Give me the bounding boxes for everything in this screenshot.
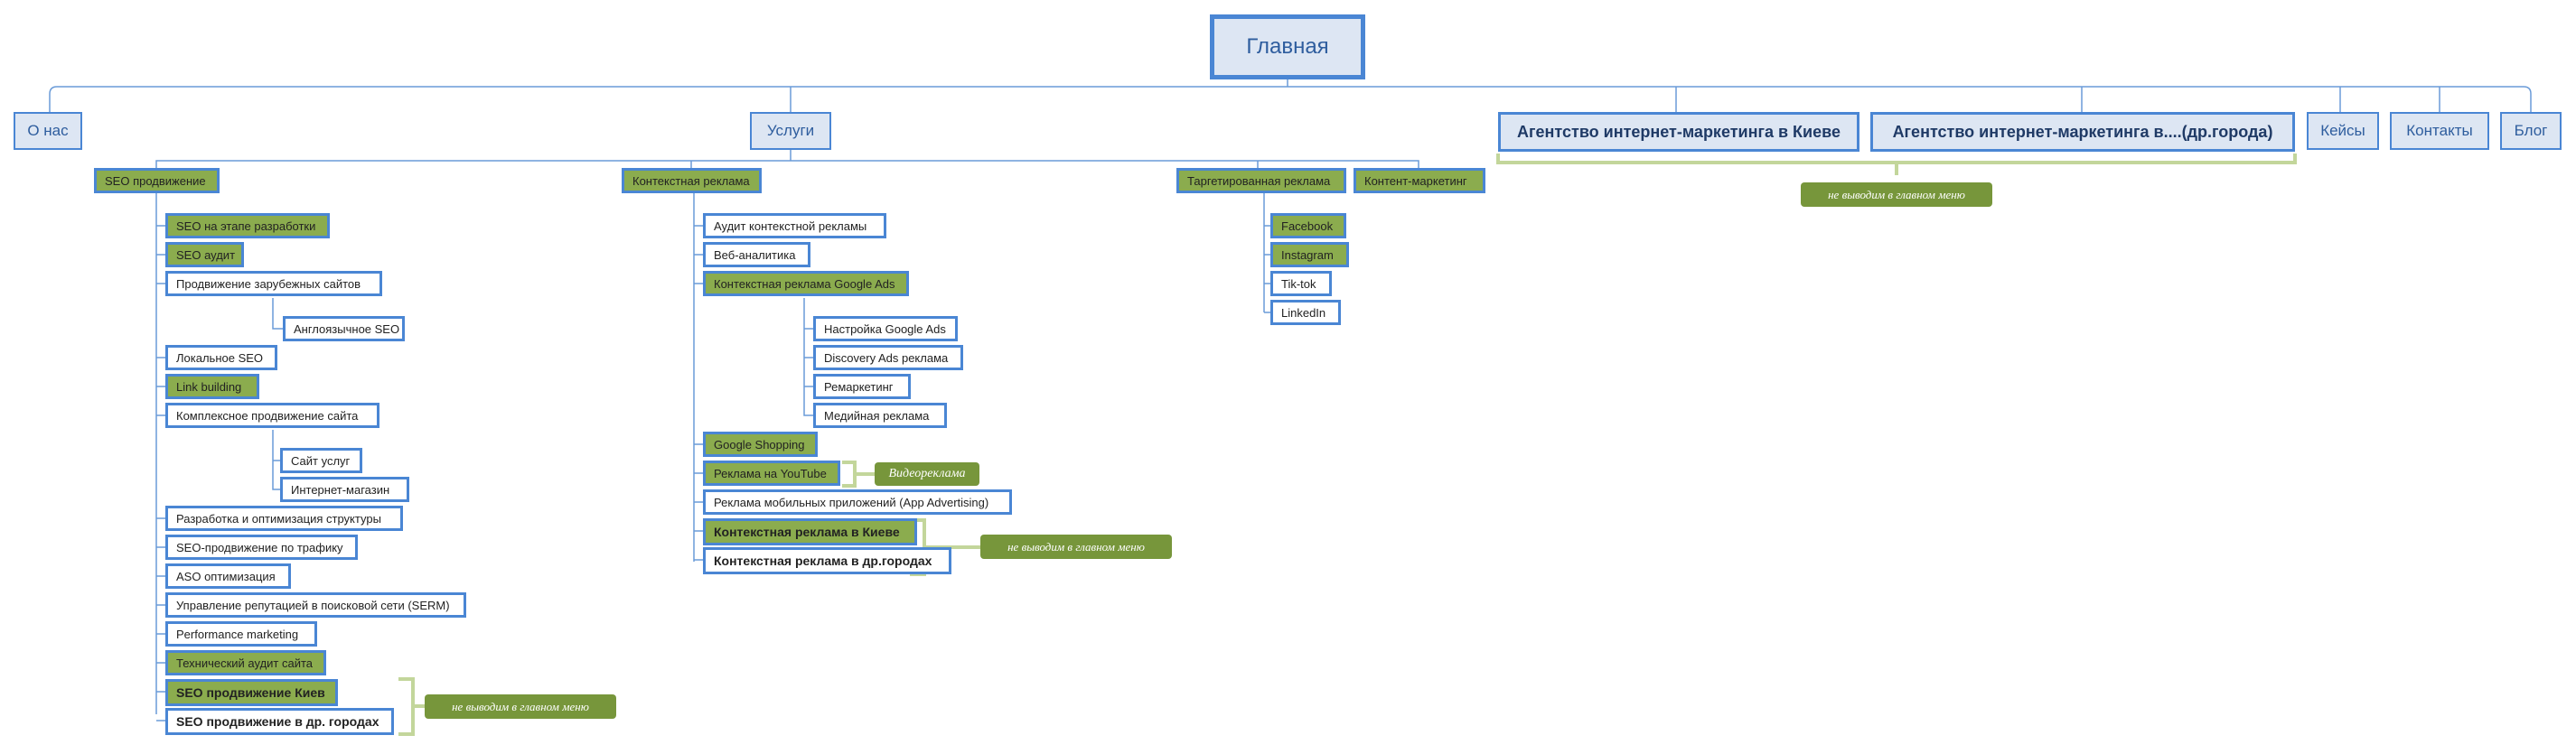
seo-item-dev-label: SEO на этапе разработки xyxy=(176,219,316,233)
ctx-item-media[interactable]: Медийная реклама xyxy=(813,403,947,428)
seo-item-serm-label: Управление репутацией в поисковой сети (… xyxy=(176,598,450,612)
ctx-item-remarketing[interactable]: Ремаркетинг xyxy=(813,374,911,399)
note-top-not-in-menu: не выводим в главном меню xyxy=(1801,182,1992,207)
tgt-item-instagram-label: Instagram xyxy=(1281,247,1334,262)
tgt-item-linkedin[interactable]: LinkedIn xyxy=(1270,300,1341,325)
ctx-item-setup-label: Настройка Google Ads xyxy=(824,321,946,336)
node-agency-kiev-label: Агентство интернет-маркетинга в Киеве xyxy=(1517,122,1841,141)
root-label: Главная xyxy=(1246,34,1329,59)
ctx-item-shopping[interactable]: Google Shopping xyxy=(703,432,818,457)
node-cases[interactable]: Кейсы xyxy=(2307,112,2379,150)
node-agency-kiev[interactable]: Агентство интернет-маркетинга в Киеве xyxy=(1498,112,1859,152)
cat-context-label: Контекстная реклама xyxy=(632,173,750,188)
seo-item-tech-audit-label: Технический аудит сайта xyxy=(176,656,314,670)
ctx-item-google-ads-label: Контекстная реклама Google Ads xyxy=(714,276,895,291)
ctx-item-setup[interactable]: Настройка Google Ads xyxy=(813,316,958,341)
seo-item-links[interactable]: Link building xyxy=(165,374,259,399)
seo-item-performance[interactable]: Performance marketing xyxy=(165,621,317,647)
tgt-item-facebook-label: Facebook xyxy=(1281,219,1334,233)
node-contacts-label: Контакты xyxy=(2406,122,2473,139)
ctx-item-kiev[interactable]: Контекстная реклама в Киеве xyxy=(703,518,917,545)
tgt-item-linkedin-label: LinkedIn xyxy=(1281,305,1326,320)
seo-item-structure-label: Разработка и оптимизация структуры xyxy=(176,511,381,526)
ctx-item-discovery[interactable]: Discovery Ads реклама xyxy=(813,345,963,370)
seo-item-audit[interactable]: SEO аудит xyxy=(165,242,244,267)
seo-item-services-site-label: Сайт услуг xyxy=(291,453,351,468)
seo-item-complex-label: Комплексное продвижение сайта xyxy=(176,408,359,423)
node-blog[interactable]: Блог xyxy=(2500,112,2562,150)
seo-item-traffic-label: SEO-продвижение по трафику xyxy=(176,540,343,554)
node-cases-label: Кейсы xyxy=(2320,122,2365,139)
node-blog-label: Блог xyxy=(2514,122,2548,139)
tgt-item-instagram[interactable]: Instagram xyxy=(1270,242,1349,267)
root-node[interactable]: Главная xyxy=(1210,14,1365,79)
seo-item-aso[interactable]: ASO оптимизация xyxy=(165,563,291,589)
ctx-item-audit-label: Аудит контекстной рекламы xyxy=(714,219,867,233)
note-video-label: Видеореклама xyxy=(888,467,966,480)
ctx-item-media-label: Медийная реклама xyxy=(824,408,930,423)
note-seo-not-in-menu: не выводим в главном меню xyxy=(425,694,616,719)
node-services-label: Услуги xyxy=(766,122,815,139)
ctx-item-analytics[interactable]: Веб-аналитика xyxy=(703,242,810,267)
ctx-item-apps[interactable]: Реклама мобильных приложений (App Advert… xyxy=(703,489,1012,515)
tgt-item-tiktok-label: Tik-tok xyxy=(1281,276,1316,291)
seo-item-complex[interactable]: Комплексное продвижение сайта xyxy=(165,403,379,428)
ctx-item-discovery-label: Discovery Ads реклама xyxy=(824,350,949,365)
node-services[interactable]: Услуги xyxy=(750,112,831,150)
node-about[interactable]: О нас xyxy=(14,112,82,150)
ctx-item-analytics-label: Веб-аналитика xyxy=(714,247,796,262)
seo-item-links-label: Link building xyxy=(176,379,242,394)
node-agency-other-label: Агентство интернет-маркетинга в....(др.г… xyxy=(1892,122,2273,141)
ctx-item-youtube[interactable]: Реклама на YouTube xyxy=(703,461,840,486)
node-agency-other[interactable]: Агентство интернет-маркетинга в....(др.г… xyxy=(1870,112,2295,152)
seo-item-foreign-label: Продвижение зарубежных сайтов xyxy=(176,276,361,291)
cat-content-label: Контент-маркетинг xyxy=(1364,173,1467,188)
tgt-item-tiktok[interactable]: Tik-tok xyxy=(1270,271,1332,296)
seo-item-dev[interactable]: SEO на этапе разработки xyxy=(165,213,330,238)
seo-item-english-label: Англоязычное SEO xyxy=(294,321,400,336)
ctx-item-shopping-label: Google Shopping xyxy=(714,437,805,451)
node-contacts[interactable]: Контакты xyxy=(2390,112,2489,150)
seo-item-other-cities-label: SEO продвижение в др. городах xyxy=(176,714,379,729)
note-seo-label: не выводим в главном меню xyxy=(452,699,589,713)
ctx-item-apps-label: Реклама мобильных приложений (App Advert… xyxy=(714,495,989,509)
cat-seo-label: SEO продвижение xyxy=(105,173,206,188)
note-top-label: не выводим в главном меню xyxy=(1828,187,1965,201)
note-ctx-not-in-menu: не выводим в главном меню xyxy=(980,535,1172,559)
seo-item-audit-label: SEO аудит xyxy=(176,247,236,262)
ctx-item-kiev-label: Контекстная реклама в Киеве xyxy=(714,525,900,539)
ctx-item-remarketing-label: Ремаркетинг xyxy=(824,379,894,394)
ctx-item-other-cities-label: Контекстная реклама в др.городах xyxy=(714,554,932,568)
seo-item-structure[interactable]: Разработка и оптимизация структуры xyxy=(165,506,403,531)
cat-content[interactable]: Контент-маркетинг xyxy=(1354,168,1485,193)
seo-item-shop-label: Интернет-магазин xyxy=(291,482,390,497)
node-about-label: О нас xyxy=(27,122,69,139)
seo-item-kiev[interactable]: SEO продвижение Киев xyxy=(165,679,338,706)
ctx-item-youtube-label: Реклама на YouTube xyxy=(714,466,827,480)
seo-item-tech-audit[interactable]: Технический аудит сайта xyxy=(165,650,326,675)
tgt-item-facebook[interactable]: Facebook xyxy=(1270,213,1346,238)
cat-target[interactable]: Таргетированная реклама xyxy=(1176,168,1346,193)
seo-item-other-cities[interactable]: SEO продвижение в др. городах xyxy=(165,708,394,735)
seo-item-aso-label: ASO оптимизация xyxy=(176,569,276,583)
ctx-item-other-cities[interactable]: Контекстная реклама в др.городах xyxy=(703,547,951,574)
seo-item-performance-label: Performance marketing xyxy=(176,627,299,641)
seo-item-kiev-label: SEO продвижение Киев xyxy=(176,685,325,700)
seo-item-traffic[interactable]: SEO-продвижение по трафику xyxy=(165,535,358,560)
seo-item-local[interactable]: Локальное SEO xyxy=(165,345,277,370)
seo-item-services-site[interactable]: Сайт услуг xyxy=(280,448,362,473)
seo-item-local-label: Локальное SEO xyxy=(176,350,264,365)
note-video: Видеореклама xyxy=(875,462,979,486)
cat-context[interactable]: Контекстная реклама xyxy=(622,168,762,193)
cat-seo[interactable]: SEO продвижение xyxy=(94,168,220,193)
note-ctx-label: не выводим в главном меню xyxy=(1007,539,1145,554)
ctx-item-google-ads[interactable]: Контекстная реклама Google Ads xyxy=(703,271,909,296)
seo-item-shop[interactable]: Интернет-магазин xyxy=(280,477,409,502)
seo-item-foreign[interactable]: Продвижение зарубежных сайтов xyxy=(165,271,382,296)
seo-item-english[interactable]: Англоязычное SEO xyxy=(283,316,405,341)
seo-item-serm[interactable]: Управление репутацией в поисковой сети (… xyxy=(165,592,466,618)
cat-target-label: Таргетированная реклама xyxy=(1187,173,1331,188)
ctx-item-audit[interactable]: Аудит контекстной рекламы xyxy=(703,213,886,238)
